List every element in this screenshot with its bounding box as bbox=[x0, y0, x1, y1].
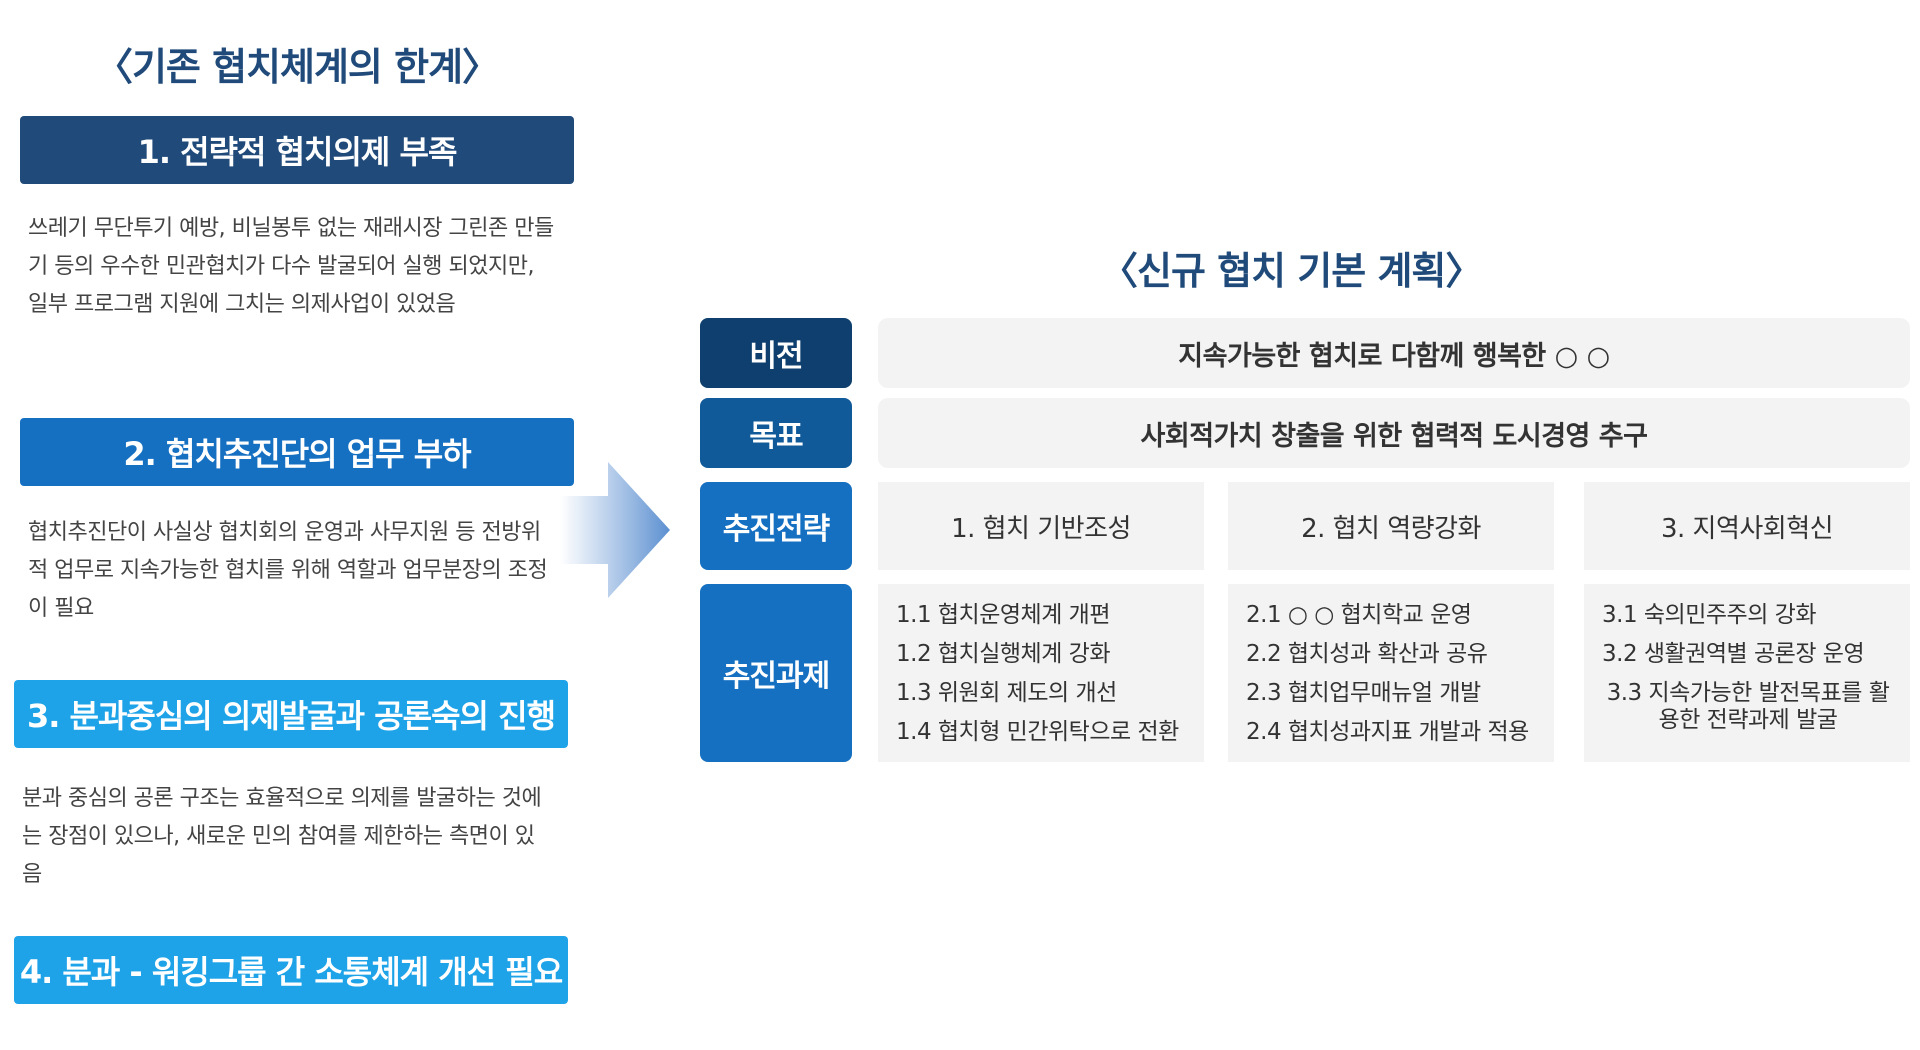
task-item: 1.2 협치실행체계 강화 bbox=[896, 641, 1110, 667]
issue-1-title-bar: 1. 전략적 협치의제 부족 bbox=[20, 116, 574, 184]
strategy-item-1: 1. 협치 기반조성 bbox=[878, 482, 1204, 570]
issue-3-title-bar: 3. 분과중심의 의제발굴과 공론숙의 진행 bbox=[14, 680, 568, 748]
issue-4-title-bar: 4. 분과 - 워킹그룹 간 소통체계 개선 필요 bbox=[14, 936, 568, 1004]
tasks-label: 추진과제 bbox=[700, 584, 852, 762]
task-item: 2.4 협치성과지표 개발과 적용 bbox=[1246, 719, 1529, 745]
goal-statement: 사회적가치 창출을 위한 협력적 도시경영 추구 bbox=[878, 398, 1910, 468]
right-arrow-icon bbox=[560, 462, 670, 598]
task-item: 1.1 협치운영체계 개편 bbox=[896, 602, 1110, 628]
task-item: 3.3 지속가능한 발전목표를 활용한 전략과제 발굴 bbox=[1606, 680, 1890, 733]
vision-statement: 지속가능한 협치로 다함께 행복한 ○ ○ bbox=[878, 318, 1910, 388]
task-item: 3.2 생활권역별 공론장 운영 bbox=[1602, 641, 1865, 667]
task-item: 2.3 협치업무매뉴얼 개발 bbox=[1246, 680, 1481, 706]
task-column-3: 3.1 숙의민주주의 강화 3.2 생활권역별 공론장 운영 3.3 지속가능한… bbox=[1584, 584, 1910, 762]
left-section-title: 〈기존 협치체계의 한계〉 bbox=[94, 45, 500, 89]
task-item: 2.2 협치성과 확산과 공유 bbox=[1246, 641, 1488, 667]
issue-1-description: 쓰레기 무단투기 예방, 비닐봉투 없는 재래시장 그린존 만들기 등의 우수한… bbox=[28, 216, 554, 317]
issue-2-description: 협치추진단이 사실상 협치회의 운영과 사무지원 등 전방위적 업무로 지속가능… bbox=[28, 520, 548, 621]
task-item: 3.1 숙의민주주의 강화 bbox=[1602, 602, 1816, 628]
task-column-1: 1.1 협치운영체계 개편 1.2 협치실행체계 강화 1.3 위원회 제도의 … bbox=[878, 584, 1204, 762]
goal-label: 목표 bbox=[700, 398, 852, 468]
issue-2-title-bar: 2. 협치추진단의 업무 부하 bbox=[20, 418, 574, 486]
task-item: 2.1 ○ ○ 협치학교 운영 bbox=[1246, 602, 1472, 628]
right-section-title: 〈신규 협치 기본 계획〉 bbox=[1100, 249, 1483, 293]
issue-3-description: 분과 중심의 공론 구조는 효율적으로 의제를 발굴하는 것에는 장점이 있으나… bbox=[22, 786, 542, 887]
strategy-item-3: 3. 지역사회혁신 bbox=[1584, 482, 1910, 570]
vision-label: 비전 bbox=[700, 318, 852, 388]
strategy-item-2: 2. 협치 역량강화 bbox=[1228, 482, 1554, 570]
task-column-2: 2.1 ○ ○ 협치학교 운영 2.2 협치성과 확산과 공유 2.3 협치업무… bbox=[1228, 584, 1554, 762]
task-item: 1.3 위원회 제도의 개선 bbox=[896, 680, 1117, 706]
strategy-label: 추진전략 bbox=[700, 482, 852, 570]
task-item: 1.4 협치형 민간위탁으로 전환 bbox=[896, 719, 1179, 745]
